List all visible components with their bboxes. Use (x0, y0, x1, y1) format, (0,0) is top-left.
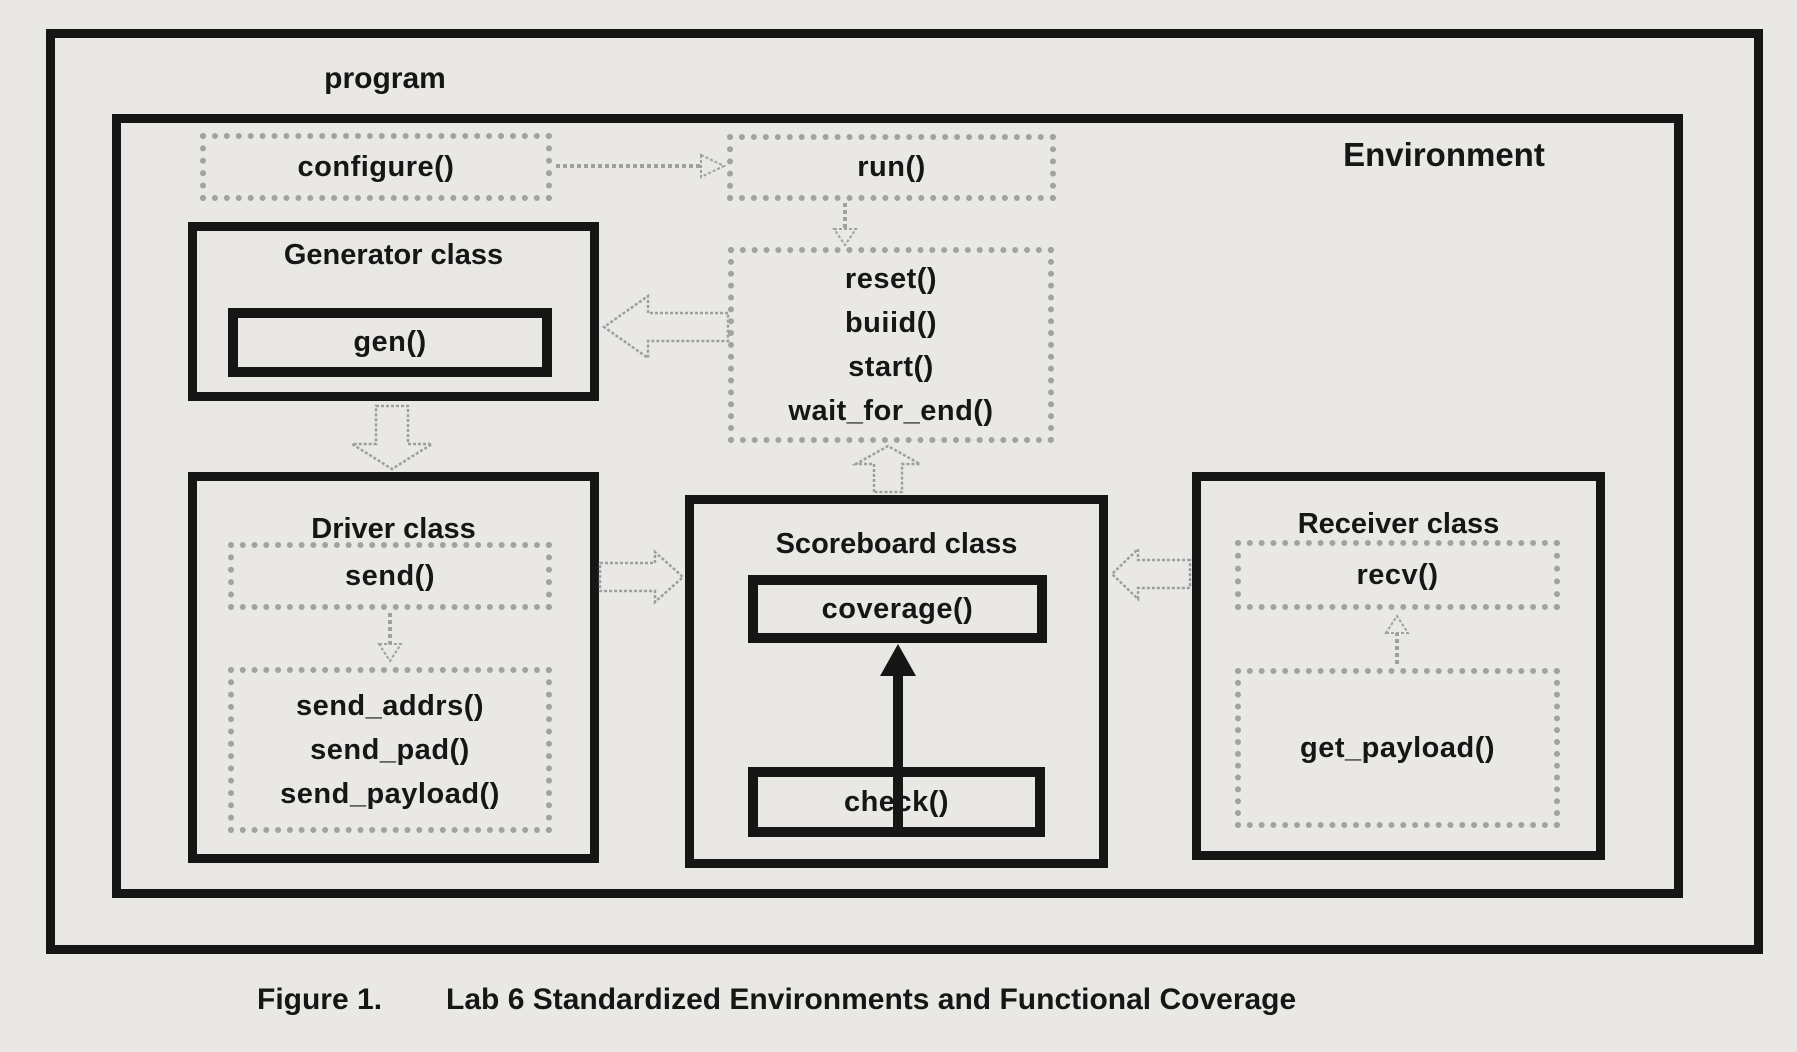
driver-class-box: Driver class send() send_addrs() send_pa… (188, 472, 599, 863)
send-payload-line: send_payload() (280, 778, 500, 810)
send-box: send() (228, 542, 552, 610)
send-methods-box: send_addrs() send_pad() send_payload() (228, 667, 552, 833)
reset-build-start-wait-box: reset() buiid() start() wait_for_end() (728, 247, 1054, 443)
configure-box: configure() (200, 133, 552, 201)
build-line: buiid() (844, 307, 938, 339)
reset-line: reset() (844, 263, 938, 295)
scoreboard-class-box: Scoreboard class coverage() check() (685, 495, 1108, 868)
send-addrs-line: send_addrs() (295, 690, 485, 722)
receiver-class-title: Receiver class (1297, 508, 1500, 540)
recv-box: recv() (1235, 540, 1560, 610)
environment-box (112, 114, 1683, 898)
start-line: start() (848, 351, 934, 383)
figure-caption-number: Figure 1. (257, 983, 383, 1016)
figure-caption: Figure 1. Lab 6 Standardized Environment… (257, 983, 1296, 1017)
run-box: run() (727, 134, 1056, 201)
driver-class-title: Driver class (311, 513, 476, 545)
figure-caption-text: Lab 6 Standardized Environments and Func… (446, 983, 1297, 1016)
wait-for-end-line: wait_for_end() (788, 395, 994, 427)
coverage-box: coverage() (748, 575, 1047, 643)
program-label: program (324, 62, 446, 95)
receiver-class-box: Receiver class recv() get_payload() (1192, 472, 1605, 860)
gen-box: gen() (228, 308, 552, 377)
get-payload-box: get_payload() (1235, 668, 1560, 828)
environment-label: Environment (1343, 136, 1545, 173)
scoreboard-class-title: Scoreboard class (775, 528, 1018, 560)
program-box (46, 29, 1763, 954)
send-pad-line: send_pad() (310, 734, 470, 766)
generator-class-box: Generator class gen() (188, 222, 599, 401)
check-box: check() (748, 767, 1045, 837)
generator-class-title: Generator class (283, 239, 504, 271)
